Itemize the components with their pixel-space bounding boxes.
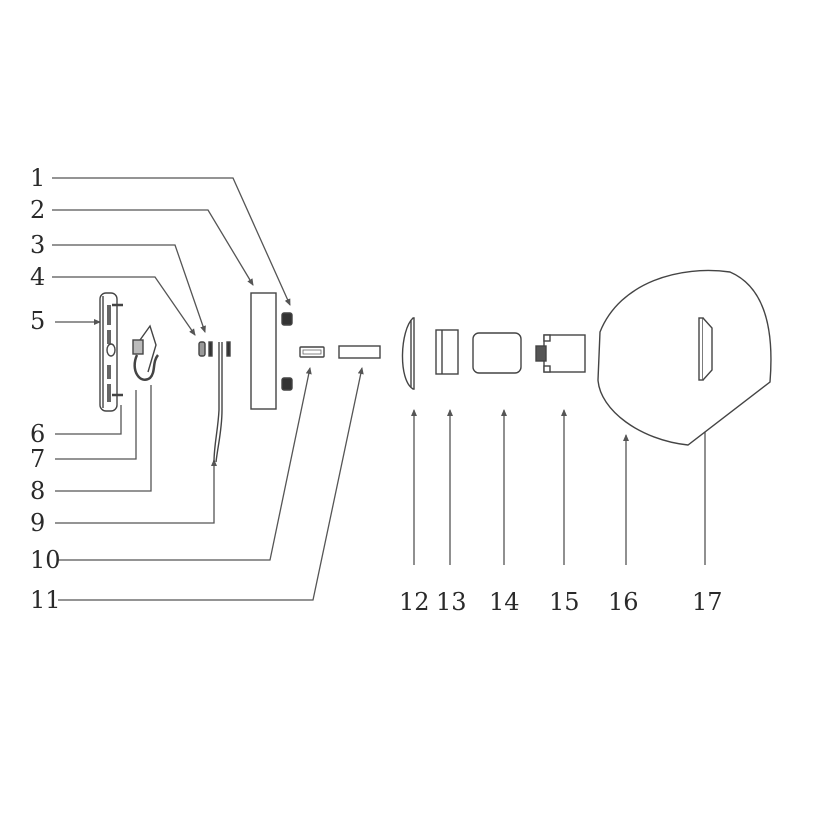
leader-line-8 <box>55 385 152 492</box>
part-connectors <box>198 341 231 463</box>
leader-line-9 <box>55 459 217 524</box>
part-lens-dome <box>401 317 415 390</box>
leader-line-10 <box>58 367 312 561</box>
leader-line-6 <box>55 405 122 435</box>
part-housing-plate <box>250 292 277 410</box>
leader-line-4 <box>52 276 196 336</box>
part-reflector-ring <box>435 329 459 375</box>
callout-label-3: 3 <box>30 231 46 259</box>
part-terminal-block <box>132 324 160 381</box>
part-lamp-body <box>472 332 522 374</box>
callout-label-4: 4 <box>30 263 46 291</box>
callout-label-17: 17 <box>692 588 723 616</box>
leader-line-3 <box>52 244 206 333</box>
callout-label-2: 2 <box>30 196 46 224</box>
leader-line-11 <box>58 367 364 601</box>
callout-label-12: 12 <box>399 588 430 616</box>
callout-label-16: 16 <box>608 588 639 616</box>
callout-label-1: 1 <box>30 164 46 192</box>
callout-label-9: 9 <box>30 509 46 537</box>
part-socket-driver <box>535 334 586 373</box>
part-globe-holder <box>698 317 713 381</box>
callout-label-7: 7 <box>30 445 46 473</box>
callout-label-5: 5 <box>30 307 46 335</box>
part-glass-globe <box>597 269 772 446</box>
callout-label-15: 15 <box>549 588 580 616</box>
callout-label-6: 6 <box>30 420 46 448</box>
callout-label-10: 10 <box>30 546 61 574</box>
leader-line-1 <box>52 177 291 306</box>
part-gasket-bar <box>338 345 381 359</box>
part-screw-top <box>281 312 293 326</box>
callout-label-11: 11 <box>30 586 61 614</box>
callout-label-13: 13 <box>436 588 467 616</box>
callout-label-14: 14 <box>489 588 520 616</box>
leader-line-7 <box>55 390 137 460</box>
leader-line-2 <box>52 209 254 286</box>
part-mounting-bracket <box>99 292 123 412</box>
callout-label-8: 8 <box>30 477 46 505</box>
part-screw-bottom <box>281 377 293 391</box>
